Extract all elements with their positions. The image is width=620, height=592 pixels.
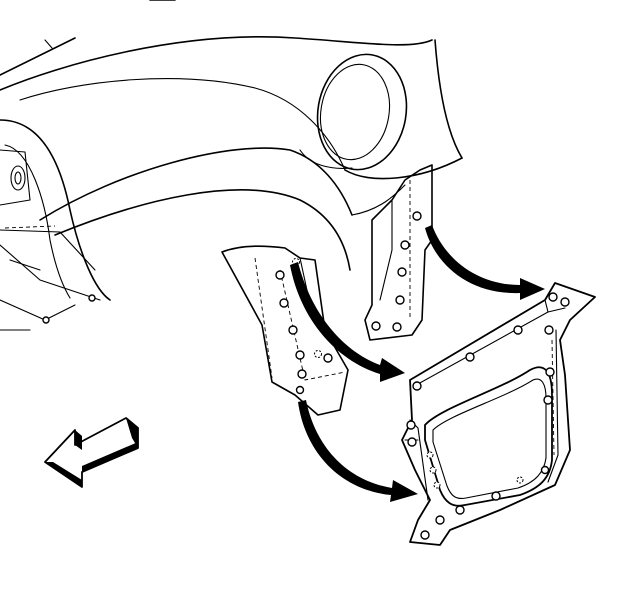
removed-frame-bracket — [401, 282, 596, 546]
front-direction-arrow-icon — [44, 417, 139, 488]
curved-removal-arrow-icon — [290, 262, 405, 382]
curved-removal-arrow-icon — [425, 225, 545, 300]
upper-mount-bracket — [364, 164, 433, 341]
lower-mount-bracket — [221, 245, 349, 416]
body-panel — [0, 0, 463, 331]
curved-removal-arrow-icon — [298, 400, 418, 502]
